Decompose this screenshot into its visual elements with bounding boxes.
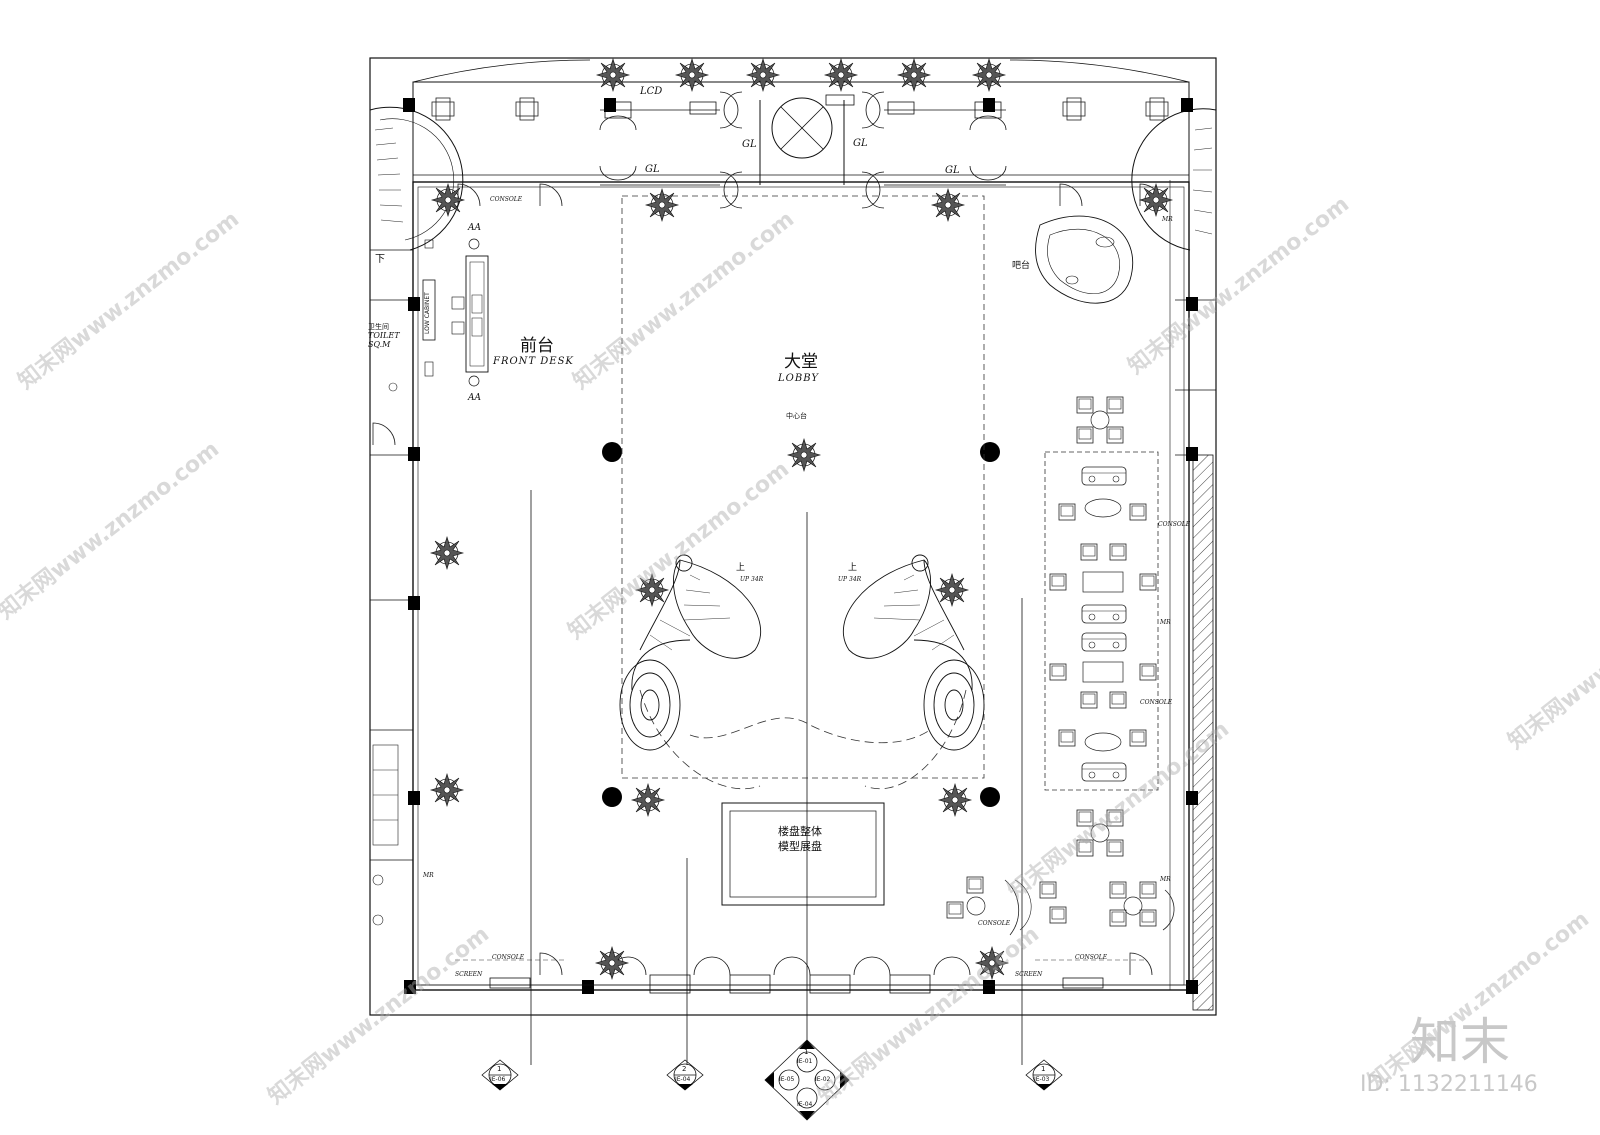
compass-marker-ref-top: IE-01	[797, 1058, 813, 1065]
console-label-top-left: CONSOLE	[490, 196, 523, 203]
gl-label-2: GL	[742, 139, 757, 150]
console-label-right-3: CONSOLE	[978, 920, 1011, 927]
elevation-marker-1-ref: IE-06	[490, 1076, 506, 1083]
console-label-right-1: CONSOLE	[1158, 521, 1191, 528]
front-desk-label-cn: 前台	[520, 336, 554, 356]
low-cabinet-label: LOW CABINET	[424, 292, 431, 334]
console-label-right-2: CONSOLE	[1140, 699, 1173, 706]
gl-label-3: GL	[853, 138, 868, 149]
mr-label-2: MR	[1160, 619, 1171, 626]
up-steps-left: UP 34R	[740, 576, 764, 583]
up-label-left: 上	[736, 563, 746, 573]
down-label: 下	[375, 254, 385, 265]
lobby-label-en: LOBBY	[778, 373, 819, 384]
compass-marker-ref-bottom: IE-04	[797, 1101, 813, 1108]
elevation-marker-3-ref: IE-03	[1034, 1076, 1050, 1083]
lobby-label-cn: 大堂	[784, 352, 818, 372]
toilet-area-label: SQ.M	[368, 340, 391, 349]
up-steps-right: UP 34R	[838, 576, 862, 583]
elevation-marker-1-num: 1	[497, 1065, 502, 1073]
bar-counter-label: 吧台	[1012, 261, 1031, 271]
console-label-bottom-left: CONSOLE	[492, 954, 525, 961]
mr-label-1: MR	[1162, 216, 1173, 223]
screen-label-left: SCREEN	[455, 971, 483, 978]
gl-label-4: GL	[945, 165, 960, 176]
aa-label-top: AA	[468, 223, 481, 233]
aa-label-bottom: AA	[468, 393, 481, 403]
toilet-label-en: TOILET	[368, 331, 400, 340]
front-desk-label-en: FRONT DESK	[493, 356, 574, 367]
model-display-line1: 楼盘整体	[778, 825, 822, 838]
elevation-marker-2-ref: IE-04	[675, 1076, 691, 1083]
console-label-bottom-right: CONSOLE	[1075, 954, 1108, 961]
elevation-marker-2-num: 2	[682, 1065, 687, 1073]
lcd-label: LCD	[640, 86, 663, 97]
up-label-right: 上	[848, 563, 858, 573]
compass-marker-num-top: 1	[804, 1048, 809, 1056]
toilet-label-cn: 卫生间	[368, 323, 389, 331]
mr-label-3: MR	[1160, 876, 1171, 883]
gl-label-1: GL	[645, 164, 660, 175]
mr-label-4: MR	[423, 872, 434, 879]
image-id-label: ID: 1132211146	[1360, 1072, 1538, 1097]
brand-logo: 知末	[1410, 1013, 1510, 1071]
compass-marker-ref-right: IE-02	[815, 1076, 831, 1083]
screen-label-right: SCREEN	[1015, 971, 1043, 978]
compass-marker-ref-left: IE-05	[779, 1076, 795, 1083]
elevation-marker-3-num: 1	[1041, 1065, 1046, 1073]
model-display-line2: 模型展盘	[778, 840, 822, 853]
center-table-label: 中心台	[786, 412, 807, 420]
